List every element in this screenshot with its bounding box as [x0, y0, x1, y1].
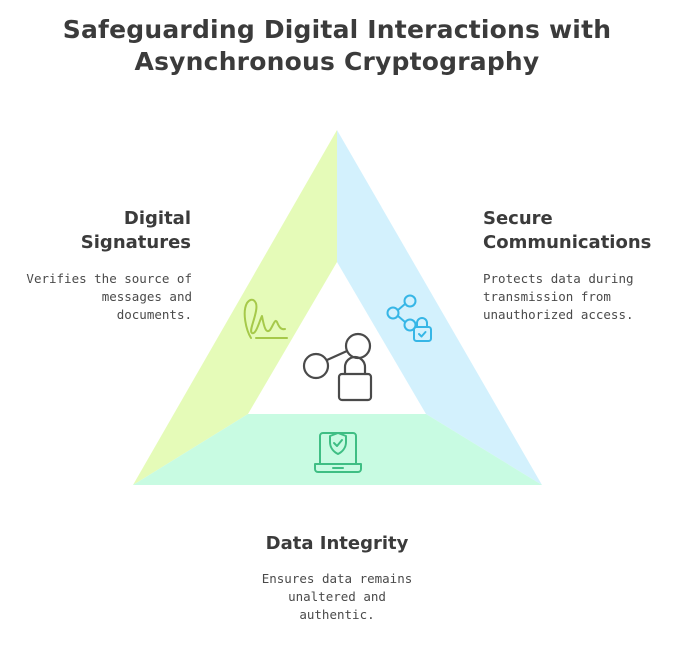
- integrity-desc-line-1: Ensures data remains: [261, 571, 413, 586]
- integrity-desc-line-3: authentic.: [299, 607, 375, 622]
- communications-heading-line-1: Secure: [483, 208, 553, 229]
- signatures-segment: [133, 130, 337, 485]
- communications-desc-line-1: Protects data during: [483, 271, 634, 286]
- communications-desc-line-3: unauthorized access.: [483, 307, 634, 322]
- integrity-heading-text: Data Integrity: [265, 533, 409, 554]
- communications-description: Protects data during transmission from u…: [483, 270, 663, 324]
- title-line-1: Safeguarding Digital Interactions with: [62, 15, 612, 44]
- signatures-description: Verifies the source of messages and docu…: [20, 270, 192, 324]
- communications-heading: Secure Communications: [483, 207, 663, 255]
- communications-segment: [337, 130, 542, 485]
- communications-desc-line-2: transmission from: [483, 289, 611, 304]
- key-lock-icon: [302, 332, 373, 402]
- signatures-heading-line-2: Signatures: [80, 232, 191, 253]
- share-lock-icon: [386, 294, 432, 342]
- title-line-2: Asynchronous Cryptography: [134, 47, 540, 76]
- integrity-description: Ensures data remains unaltered and authe…: [217, 570, 457, 624]
- signature-icon: [243, 298, 288, 339]
- signatures-desc-line-3: documents.: [116, 307, 192, 322]
- integrity-segment: [133, 414, 542, 485]
- signatures-heading: Digital Signatures: [60, 207, 191, 255]
- communications-heading-line-2: Communications: [483, 232, 652, 253]
- signatures-heading-line-1: Digital: [123, 208, 191, 229]
- signatures-desc-line-2: messages and: [101, 289, 192, 304]
- signatures-desc-line-1: Verifies the source of: [26, 271, 192, 286]
- integrity-heading: Data Integrity: [217, 532, 457, 556]
- integrity-desc-line-2: unaltered and: [288, 589, 386, 604]
- page-title: Safeguarding Digital Interactions with A…: [0, 14, 674, 78]
- laptop-shield-icon: [314, 432, 362, 473]
